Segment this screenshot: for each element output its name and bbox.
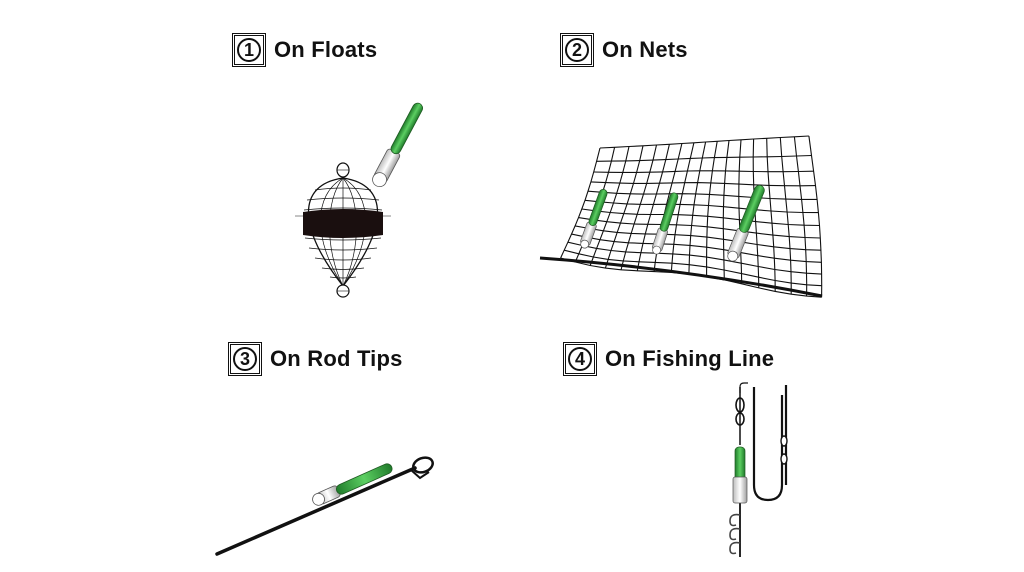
net-col — [808, 135, 823, 298]
number-badge-3: 3 — [228, 342, 262, 376]
badge-number: 1 — [237, 38, 261, 62]
net-col — [766, 138, 776, 292]
badge-number: 3 — [233, 347, 257, 371]
fishing-line-illustration — [729, 382, 788, 557]
net-col — [589, 146, 630, 266]
net-col — [604, 145, 644, 269]
net-col — [706, 141, 718, 277]
net-row — [596, 154, 812, 162]
panel-2-label: On Nets — [602, 37, 688, 62]
rod-tip-illustration — [215, 456, 434, 556]
panel-4-label: On Fishing Line — [605, 346, 775, 371]
net-col — [620, 144, 658, 270]
net-row — [593, 170, 814, 173]
net-illustration — [539, 135, 823, 298]
net-row — [584, 199, 819, 214]
net-col — [793, 136, 808, 297]
net-stick-1 — [580, 189, 608, 249]
net-col — [722, 140, 730, 280]
net-col — [752, 138, 760, 288]
net-col — [688, 141, 707, 275]
net-col — [560, 147, 601, 259]
net-stick-3 — [727, 184, 765, 262]
net-col — [738, 139, 743, 284]
net-col — [636, 144, 670, 271]
net-row — [590, 181, 816, 187]
net-stick-2 — [652, 192, 679, 255]
net-col — [670, 142, 695, 273]
badge-number: 2 — [565, 38, 589, 62]
float-illustration — [295, 102, 423, 298]
net-row — [578, 217, 821, 239]
panel-2-title: 2 On Nets — [560, 33, 688, 67]
number-badge-1: 1 — [232, 33, 266, 67]
number-badge-4: 4 — [563, 342, 597, 376]
number-badge-2: 2 — [560, 33, 594, 67]
net-row — [567, 241, 822, 275]
panel-1-label: On Floats — [274, 37, 378, 62]
panel-4-title: 4 On Fishing Line — [563, 342, 774, 376]
net-row — [587, 190, 818, 200]
panel-3-label: On Rod Tips — [270, 346, 403, 371]
badge-number: 4 — [568, 347, 592, 371]
panel-3-title: 3 On Rod Tips — [228, 342, 403, 376]
panel-1-title: 1 On Floats — [232, 33, 377, 67]
net-col — [779, 137, 792, 295]
